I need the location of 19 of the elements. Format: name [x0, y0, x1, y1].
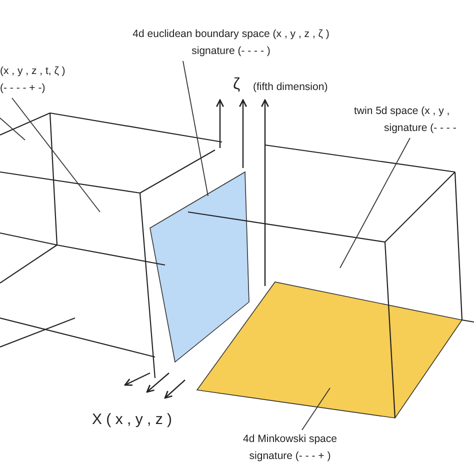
annotation-text: (x , y , z , t, ζ ) [0, 64, 66, 79]
axis-label: X ( x , y , z ) [92, 411, 172, 428]
box-drawing [188, 144, 474, 418]
leader-line [340, 138, 410, 268]
annotation-text: 4d euclidean boundary space (x , y , z , ζ ) [132, 27, 330, 42]
leader-line [302, 388, 330, 430]
annotation-text: signature (- - - - ) [190, 44, 272, 59]
annotation-text: (- - - - + -) [0, 81, 46, 96]
annotation-text: signature (- - - + ) [248, 449, 332, 464]
annotation-text: twin 5d space (x , y , [354, 104, 451, 119]
axis-label: (fifth dimension) [253, 81, 328, 93]
boundary-plane [150, 171, 250, 363]
axis-label: ζ [233, 76, 240, 94]
leader-line [182, 60, 208, 196]
box-drawing [0, 112, 222, 378]
leader-line [0, 118, 26, 140]
annotation-text: 4d Minkowski space [242, 432, 338, 447]
annotation-text: signature (- - - - [383, 121, 458, 136]
leader-line [12, 98, 100, 212]
